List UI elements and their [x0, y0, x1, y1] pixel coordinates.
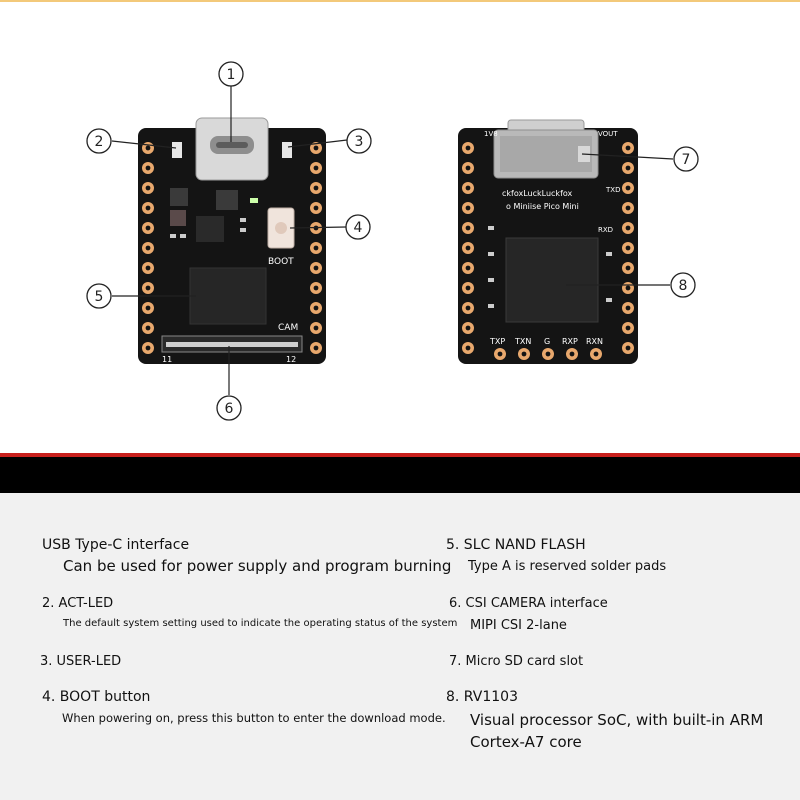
right-board: 1V8 VOUT ckfoxLuckLuckfox o Miniise Pico…	[458, 119, 638, 364]
black-band	[0, 457, 800, 493]
act-led	[172, 142, 182, 158]
callout-4-number: 4	[354, 220, 363, 236]
callout-2: 2	[86, 128, 112, 154]
user-led	[282, 142, 292, 158]
silk-boot: BOOT	[268, 257, 294, 267]
feature-5-desc: Type A is reserved solder pads	[468, 559, 667, 574]
silk-rxn: RXN	[586, 337, 603, 346]
feature-2-title: 2. ACT-LED	[42, 596, 114, 611]
silk-cam: CAM	[278, 323, 298, 333]
feature-3-title: 3. USER-LED	[40, 654, 122, 669]
callout-2-number: 2	[95, 134, 104, 150]
callout-3: 3	[346, 128, 372, 154]
top-accent-line	[0, 0, 800, 2]
silk-model: o Miniise Pico Mini	[506, 202, 579, 211]
feature-6-desc: MIPI CSI 2-lane	[470, 618, 567, 633]
callout-8-number: 8	[679, 278, 688, 294]
callout-6-number: 6	[225, 401, 234, 417]
rv1103-soc-chip	[505, 237, 599, 323]
silk-pin-12: 12	[286, 355, 296, 364]
feature-1-title: USB Type-C interface	[42, 537, 190, 553]
callout-7: 7	[673, 146, 699, 172]
feature-4-desc: When powering on, press this button to e…	[62, 711, 446, 725]
silk-rxd: RXD	[598, 226, 613, 234]
feature-2-desc: The default system setting used to indic…	[63, 618, 458, 629]
red-divider	[0, 453, 800, 457]
feature-1-desc: Can be used for power supply and program…	[63, 557, 452, 575]
feature-descriptions: USB Type-C interface Can be used for pow…	[0, 493, 800, 800]
left-pcb	[138, 128, 326, 364]
board-diagram: BOOT CAM 11 12	[86, 61, 699, 421]
callout-5-number: 5	[95, 289, 104, 305]
callout-7-number: 7	[682, 152, 691, 168]
silk-rxp: RXP	[562, 337, 578, 346]
callout-1: 1	[218, 61, 244, 87]
feature-6-title: 6. CSI CAMERA interface	[449, 596, 608, 611]
silk-1v8: 1V8	[484, 130, 498, 138]
silk-g: G	[544, 337, 550, 346]
silk-pin-11: 11	[162, 355, 172, 364]
silk-txd: TXD	[605, 186, 620, 194]
callout-6: 6	[216, 395, 242, 421]
feature-4-title: 4. BOOT button	[42, 689, 151, 705]
feature-8-desc-line2: Cortex-A7 core	[470, 733, 582, 751]
callout-4: 4	[345, 214, 371, 240]
silk-txn: TXN	[514, 337, 531, 346]
feature-7-title: 7. Micro SD card slot	[449, 654, 584, 669]
callout-8: 8	[670, 272, 696, 298]
silk-brand: ckfoxLuckLuckfox	[502, 189, 573, 198]
leader-lines	[111, 86, 674, 395]
silk-txp: TXP	[489, 337, 505, 346]
callout-3-number: 3	[355, 134, 364, 150]
feature-8-desc: Visual processor SoC, with built-in ARM	[470, 711, 764, 729]
nand-flash-chip	[189, 267, 267, 325]
callout-5: 5	[86, 283, 112, 309]
feature-8-title: 8. RV1103	[446, 689, 518, 705]
left-board: BOOT CAM 11 12	[138, 117, 326, 364]
feature-5-title: 5. SLC NAND FLASH	[446, 537, 586, 553]
silk-vout: VOUT	[598, 130, 618, 138]
callout-1-number: 1	[227, 67, 236, 83]
